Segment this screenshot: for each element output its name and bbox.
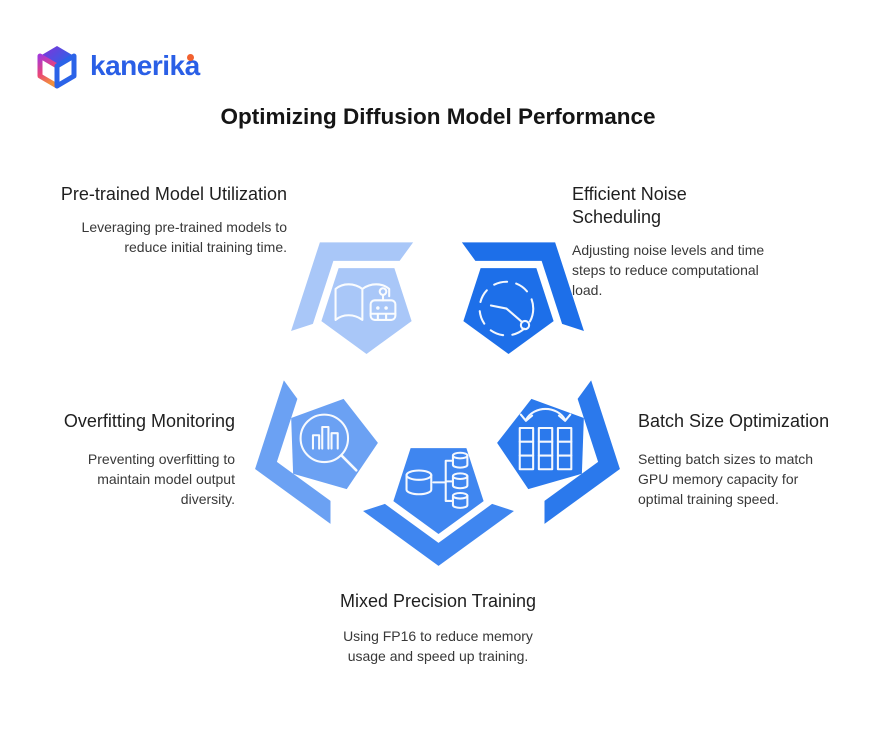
pentagon-band <box>544 380 620 524</box>
item-heading: Batch Size Optimization <box>638 411 830 431</box>
database-split-icon <box>405 451 469 509</box>
item-text-mixed-precision: Mixed Precision Training Using FP16 to r… <box>293 590 583 667</box>
item-description: Setting batch sizes to match GPU memory … <box>638 451 814 507</box>
item-description: Leveraging pre-trained models to reduce … <box>81 219 287 255</box>
cube-logo-icon <box>37 46 77 89</box>
pentagon-band <box>363 503 514 566</box>
item-heading: Mixed Precision Training <box>339 591 537 611</box>
item-text-overfitting: Overfitting Monitoring Preventing overfi… <box>25 410 235 510</box>
batch-columns-icon <box>518 407 573 471</box>
clock-schedule-icon <box>478 280 535 337</box>
badge-overfitting <box>255 380 378 524</box>
item-description: Using FP16 to reduce memory usage and sp… <box>343 628 533 664</box>
item-text-noise-scheduling: Efficient Noise Scheduling Adjusting noi… <box>572 183 807 301</box>
pentagon-shape <box>393 448 484 534</box>
logo-i-dot <box>187 54 194 61</box>
badge-mixed-precision <box>363 448 514 566</box>
brand-name: kanerika <box>90 50 200 81</box>
item-description: Adjusting noise levels and time steps to… <box>572 242 765 298</box>
brand-logo: kanerika <box>34 42 200 90</box>
item-text-pretrained: Pre-trained Model Utilization Leveraging… <box>55 183 287 258</box>
page-title: Optimizing Diffusion Model Performance <box>220 104 656 129</box>
badge-noise-scheduling <box>461 242 584 354</box>
item-text-batch-size: Batch Size Optimization Setting batch si… <box>638 410 863 510</box>
pentagon-band <box>291 242 414 332</box>
magnifier-chart-icon <box>299 413 358 472</box>
item-heading: Efficient Noise Scheduling <box>572 184 687 228</box>
book-robot-icon <box>334 283 397 321</box>
pentagon-band <box>255 380 331 524</box>
item-description: Preventing overfitting to maintain model… <box>87 451 235 507</box>
item-heading: Overfitting Monitoring <box>63 411 235 431</box>
badge-pretrained <box>291 242 414 354</box>
pentagon-shape <box>291 398 378 490</box>
item-heading: Pre-trained Model Utilization <box>60 184 287 204</box>
pentagon-band <box>461 242 584 332</box>
badge-batch-size <box>497 380 620 524</box>
